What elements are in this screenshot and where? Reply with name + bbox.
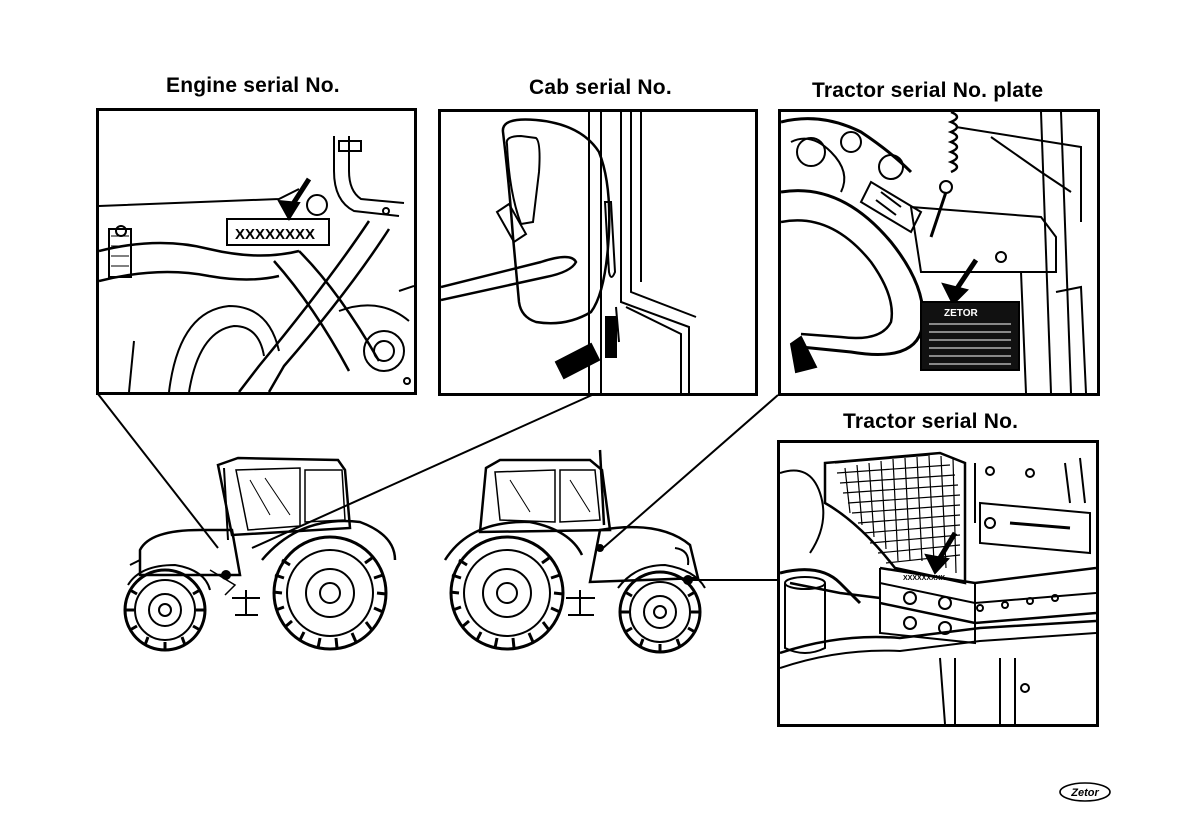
plate-leader-line xyxy=(603,395,778,548)
tractor-right-view xyxy=(445,450,705,652)
tractor-left-view xyxy=(125,458,395,650)
zetor-logo-text: Zetor xyxy=(1070,787,1099,799)
engine-leader-line xyxy=(98,394,218,548)
zetor-logo: Zetor xyxy=(1058,781,1112,803)
